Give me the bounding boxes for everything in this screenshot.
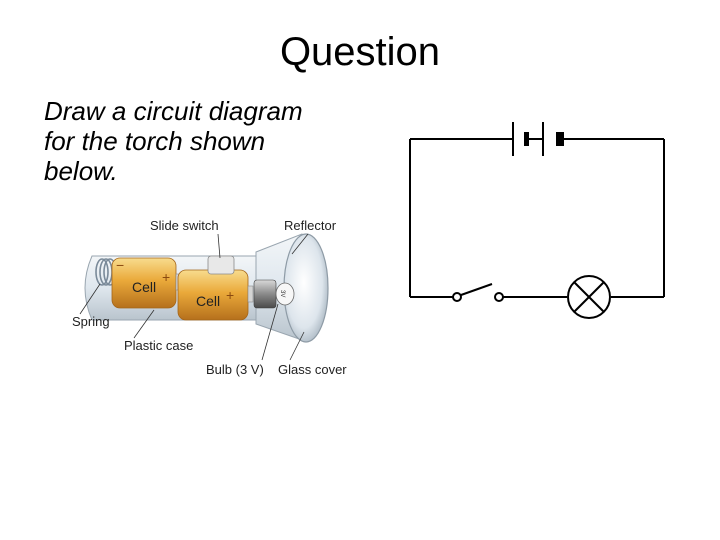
question-line-3: below. [44,156,118,186]
plastic-case-label: Plastic case [124,338,193,353]
bulb-marking: 3V [279,290,285,297]
cell-1-plus: + [162,269,170,285]
bulb-holder [253,279,277,309]
battery-symbol [512,122,564,156]
slide-switch-label: Slide switch [150,218,219,233]
cell-1-label: Cell [132,279,156,295]
cell-1-minus: − [116,257,124,273]
cell-2-label: Cell [196,293,220,309]
spring-label: Spring [72,314,110,329]
bulb-label: Bulb (3 V) [206,362,264,377]
cell-2-plus: + [226,287,234,303]
torch-illustration: 3V − + Cell Cell + Slide switch Reflecto… [72,218,347,377]
bulb [275,282,295,306]
question-line-2: for the torch shown [44,126,266,156]
question-line-1: Draw a circuit diagram [44,96,303,126]
question-text: Draw a circuit diagram for the torch sho… [44,96,344,186]
circuit-diagram [409,122,665,319]
slide-switch [207,255,235,275]
switch-symbol [452,283,504,302]
circuit-wires [409,138,665,298]
lamp-symbol [567,275,611,319]
reflector-label: Reflector [284,218,337,233]
slide-title: Question [279,30,441,74]
glass-cover-label: Glass cover [278,362,347,377]
callout-lines [79,233,309,361]
